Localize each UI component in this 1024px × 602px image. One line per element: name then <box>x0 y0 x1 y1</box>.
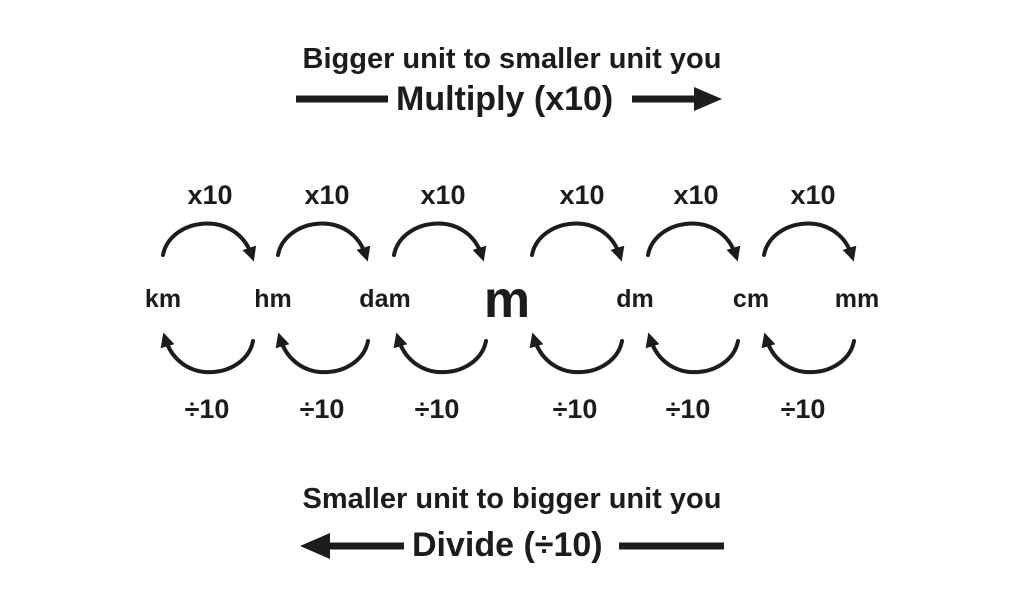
unit-dam: dam <box>359 285 411 313</box>
unit-km: km <box>144 285 182 313</box>
unit-m: m <box>483 271 531 329</box>
divide-step-label: ÷10 <box>184 394 230 424</box>
multiply-arc-icon <box>762 221 857 262</box>
divide-step-label: ÷10 <box>552 394 598 424</box>
multiply-arc-icon <box>646 221 741 262</box>
unit-dm: dm <box>616 285 654 313</box>
divide-arc-icon <box>393 332 488 375</box>
multiply-step-label: x10 <box>790 180 836 210</box>
divide-label: Divide (÷10) <box>412 526 603 564</box>
multiply-step-label: x10 <box>187 180 233 210</box>
divide-arc-icon <box>275 332 370 375</box>
divide-arc-icon <box>761 332 856 375</box>
divide-arc-icon <box>160 332 255 375</box>
multiply-step-label: x10 <box>420 180 466 210</box>
multiply-step-label: x10 <box>673 180 719 210</box>
multiply-arc-icon <box>161 221 257 262</box>
multiply-arc-icon <box>276 221 371 262</box>
unit-hm: hm <box>254 285 292 313</box>
divide-step-label: ÷10 <box>299 394 345 424</box>
multiply-label: Multiply (x10) <box>396 80 614 118</box>
multiply-arc-icon <box>530 221 625 262</box>
divide-arrowhead-icon <box>300 533 330 559</box>
multiply-arc-icon <box>392 221 487 262</box>
divide-arc-icon <box>645 332 740 375</box>
divide-step-label: ÷10 <box>780 394 826 424</box>
unit-cm: cm <box>732 285 770 313</box>
unit-mm: mm <box>834 285 880 313</box>
divide-step-label: ÷10 <box>414 394 460 424</box>
bottom-caption: Smaller unit to bigger unit you <box>302 483 722 515</box>
multiply-arrowhead-icon <box>694 87 722 111</box>
top-caption: Bigger unit to smaller unit you <box>302 43 722 75</box>
divide-arc-icon <box>529 332 624 375</box>
multiply-step-label: x10 <box>559 180 605 210</box>
divide-step-label: ÷10 <box>665 394 711 424</box>
multiply-step-label: x10 <box>304 180 350 210</box>
